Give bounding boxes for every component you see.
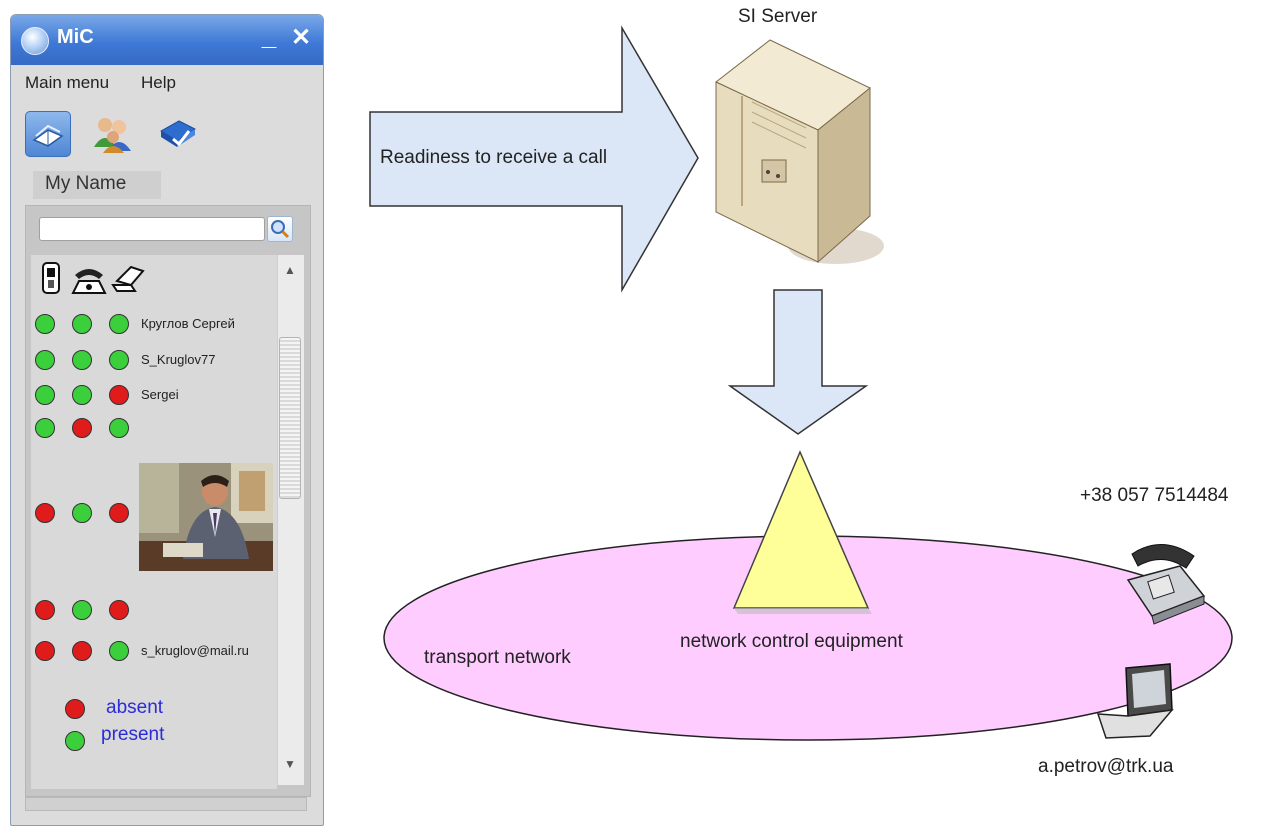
laptop-icon [111,265,145,292]
contact-photo[interactable] [139,463,273,571]
mobile-status-dot [35,314,55,334]
down-arrow [727,289,869,435]
mobile-status-dot [35,385,55,405]
scroll-up-button[interactable]: ▲ [284,263,296,277]
phone-status-dot [72,385,92,405]
phone-status-dot [72,641,92,661]
contacts-icon [94,118,131,153]
network-label: transport network [424,647,571,668]
contact-name: Sergei [141,387,179,402]
scroll-down-button[interactable]: ▼ [284,757,296,771]
my-name-label: My Name [45,173,127,194]
mobile-status-dot [35,641,55,661]
close-button[interactable]: ✕ [290,24,312,51]
phone-status-dot [72,503,92,523]
menu-item-help[interactable]: Help [141,73,176,92]
book-check-button[interactable] [155,111,199,155]
search-button[interactable] [267,216,293,242]
equipment-label: network control equipment [680,631,903,652]
title-bar[interactable] [11,15,323,65]
contacts-button[interactable] [91,111,135,155]
computer-status-dot [109,350,129,370]
contact-name: S_Kruglov77 [141,352,216,367]
server-label: SI Server [738,6,818,27]
desk-phone-icon [71,269,107,294]
book-check-icon [160,120,196,147]
phone-status-dot [72,418,92,438]
phone-status-dot [72,314,92,334]
contact-name: s_kruglov@mail.ru [141,643,249,658]
telephone-icon [1126,544,1206,625]
computer-status-dot [109,641,129,661]
legend-present-dot [65,731,85,751]
phone-status-dot [72,350,92,370]
contact-name: Круглов Сергей [141,316,235,331]
menu-item-main-menu[interactable]: Main menu [25,73,110,92]
scroll-thumb[interactable] [279,337,301,499]
legend-absent-label: absent [106,697,164,718]
search-icon [271,220,290,239]
window-title: MiC [57,26,94,48]
status-bar [25,797,307,811]
computer-status-dot [109,314,129,334]
server-icon [715,39,884,264]
address-book-button[interactable] [25,111,71,157]
minimize-button[interactable]: _ [261,21,277,51]
legend-present-label: present [101,724,165,745]
search-input[interactable] [39,217,265,241]
mobile-phone-icon [42,262,60,294]
computer-status-dot [109,385,129,405]
readiness-arrow-label: Readiness to receive a call [380,147,608,168]
email-label: a.petrov@trk.ua [1038,756,1174,777]
computer-status-dot [109,600,129,620]
phone-number-label: +38 057 7514484 [1080,485,1229,506]
computer-status-dot [109,418,129,438]
legend-absent-dot [65,699,85,719]
mic-window: MiC _ ✕ Main menu Help My Name [10,14,324,826]
readiness-arrow [369,25,699,293]
address-book-icon [32,124,64,147]
device-header [42,262,145,294]
mobile-status-dot [35,350,55,370]
mobile-status-dot [35,418,55,438]
mobile-status-dot [35,600,55,620]
network-control-triangle [732,450,870,609]
phone-status-dot [72,600,92,620]
my-name-bar [33,171,161,199]
computer-status-dot [109,503,129,523]
laptop-icon [1096,663,1174,739]
mobile-status-dot [35,503,55,523]
app-logo-icon [21,27,49,55]
